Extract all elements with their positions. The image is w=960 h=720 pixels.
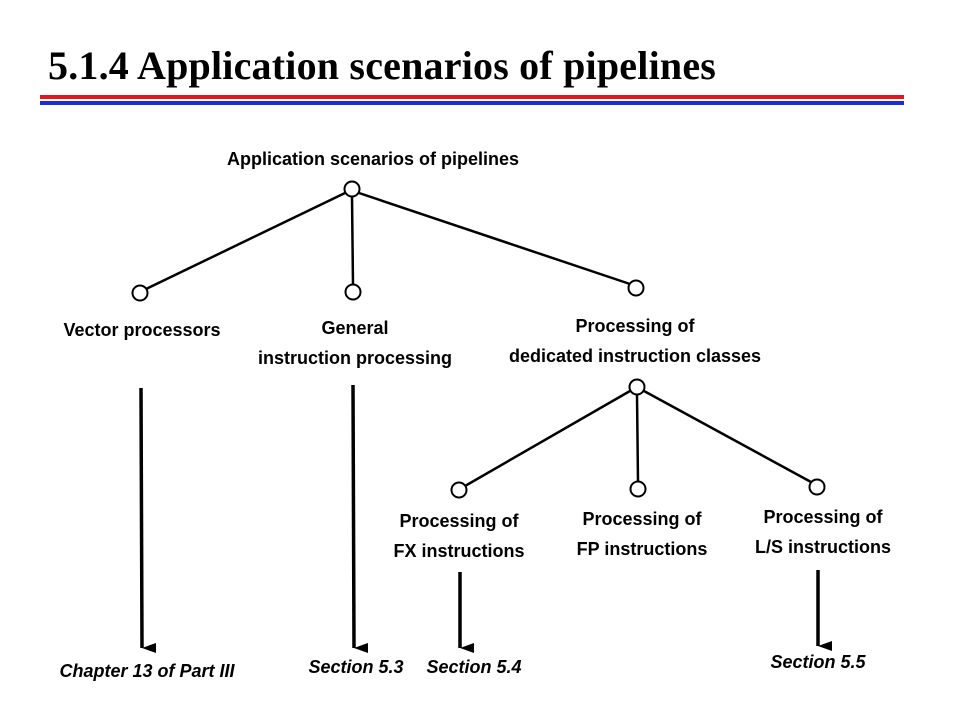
- node-dedicated: [627, 279, 645, 297]
- label-fp-1: Processing of: [582, 509, 702, 529]
- edge-dedicated-fx: [464, 389, 631, 488]
- label-general-1: General: [321, 318, 388, 338]
- ref-general: Section 5.3: [308, 657, 403, 677]
- ref-vector: Chapter 13 of Part III: [59, 661, 235, 681]
- label-dedicated-1: Processing of: [575, 316, 695, 336]
- node-ls: [808, 478, 826, 496]
- slide-title: 5.1.4 Application scenarios of pipelines: [48, 43, 717, 88]
- label-fx-2: FX instructions: [393, 541, 524, 561]
- edge-root-vector: [145, 191, 346, 291]
- node-fx: [450, 481, 468, 499]
- edge-dedicated-fp: [635, 394, 640, 483]
- arrow-vector: [139, 387, 157, 653]
- ref-ls: Section 5.5: [770, 652, 866, 672]
- node-vector: [131, 284, 149, 302]
- title-rule-blue: [40, 101, 904, 105]
- node-dedicated-branch: [628, 378, 646, 396]
- title-rule-red: [40, 95, 904, 99]
- edge-dedicated-ls: [643, 389, 812, 484]
- node-general: [344, 283, 362, 301]
- label-general-2: instruction processing: [258, 348, 452, 368]
- label-ls-2: L/S instructions: [755, 537, 891, 557]
- arrow-general: [351, 384, 369, 653]
- ref-fx: Section 5.4: [426, 657, 521, 677]
- edge-root-general: [350, 196, 355, 286]
- label-fp-2: FP instructions: [577, 539, 708, 559]
- label-dedicated-2: dedicated instruction classes: [509, 346, 761, 366]
- label-vector: Vector processors: [63, 320, 220, 340]
- label-root: Application scenarios of pipelines: [227, 149, 519, 169]
- label-ls-1: Processing of: [763, 507, 883, 527]
- node-root: [343, 180, 361, 198]
- edge-root-dedicated: [358, 191, 631, 286]
- node-fp: [629, 480, 647, 498]
- label-fx-1: Processing of: [399, 511, 519, 531]
